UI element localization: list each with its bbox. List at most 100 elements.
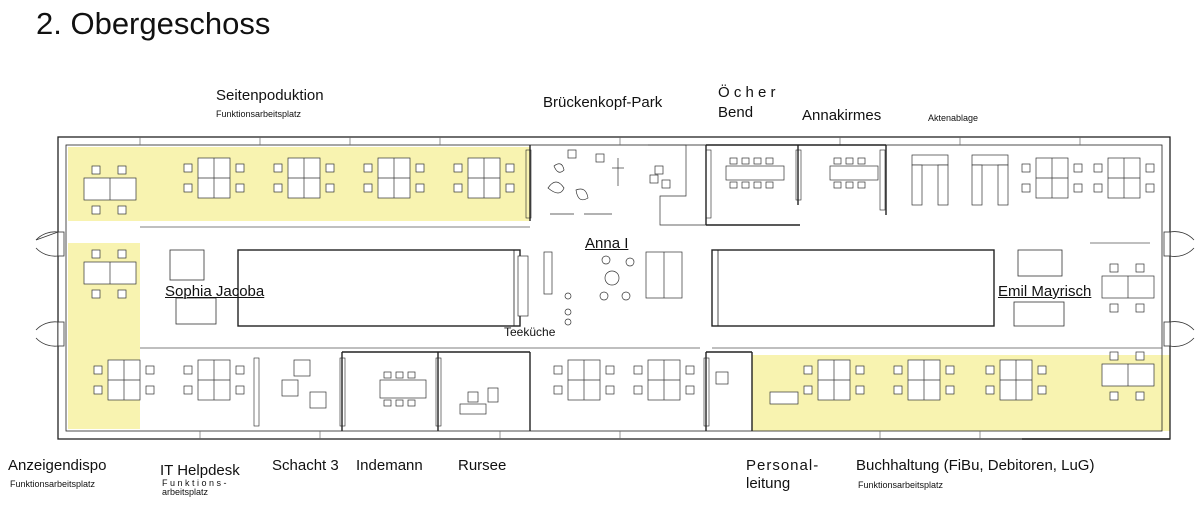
shelf [937,164,949,206]
chair [235,365,245,375]
label-teekueche: Teeküche [504,325,556,339]
label-brueckenkopf-park: Brückenkopf-Park [543,94,663,111]
floor-title: 2. Obergeschoss [36,6,271,41]
lounge-chair [293,359,311,377]
chair [505,163,515,173]
chair [1073,163,1083,173]
chair [1037,365,1047,375]
table [467,391,479,403]
label-anna-i: Anna I [585,235,629,252]
chair [893,385,903,395]
bottom-room-walls [253,351,753,431]
label-annakirmes: Annakirmes [802,107,882,124]
chair [145,365,155,375]
chair [1021,183,1031,193]
label-rursee: Rursee [458,457,507,474]
chair [1021,163,1031,173]
chair [415,183,425,193]
chair [235,385,245,395]
chair [803,385,813,395]
meeting-table [725,165,785,181]
chair [235,183,245,193]
chair [505,183,515,193]
label-it-helpdesk: IT Helpdesk [160,462,240,479]
chair [685,385,695,395]
corridor-lines [140,226,1162,349]
chair [363,183,373,193]
chair [183,385,193,395]
label-indemann: Indemann [356,457,423,474]
side-rooms [169,249,1065,327]
chair [633,385,643,395]
chair [1135,263,1145,273]
label-leitung: leitung [746,475,791,492]
chair [183,365,193,375]
lounge-chair [281,379,299,397]
chair [893,365,903,375]
chair [183,183,193,193]
label-it-sub-1: F u n k t i o n s - [162,478,227,488]
label-schacht-3: Schacht 3 [272,457,339,474]
chair [1135,351,1145,361]
chair [605,385,615,395]
chair [1109,391,1119,401]
outer-walls [57,136,1171,440]
shelf [911,164,923,206]
chair [91,249,101,259]
shelf [997,164,1009,206]
chair [553,365,563,375]
core-left [237,249,521,327]
chair [117,205,127,215]
sofa [459,403,487,415]
chair [93,365,103,375]
chair [1109,263,1119,273]
label-buchhaltung: Buchhaltung (FiBu, Debitoren, LuG) [856,457,1095,474]
chair [1093,183,1103,193]
chair [633,365,643,375]
label-anzeigendispo-sub: Funktionsarbeitsplatz [10,479,96,489]
chair [273,163,283,173]
chair [325,163,335,173]
label-sophia-jacoba: Sophia Jacoba [165,283,265,300]
label-seitenproduktion: Seitenpoduktion [216,87,324,104]
label-personal: Personal- [746,457,820,474]
chair [415,163,425,173]
right-doors [1163,231,1195,347]
label-seitenproduktion-sub: Funktionsarbeitsplatz [216,109,302,119]
label-anzeigendispo: Anzeigendispo [8,457,107,474]
chair [553,385,563,395]
wall-ticks [139,137,1081,439]
core-right [711,249,995,327]
chair [1135,391,1145,401]
shelf [971,154,1009,166]
chair [1073,183,1083,193]
chair [235,163,245,173]
chair [117,289,127,299]
desk [769,391,799,405]
chair [363,163,373,173]
chair [1135,303,1145,313]
chair [117,165,127,175]
chair [945,385,955,395]
chair [855,385,865,395]
chair [273,183,283,193]
chair [715,371,729,385]
chair [1145,183,1155,193]
chair [325,183,335,193]
chair [1037,385,1047,395]
chair [93,385,103,395]
chair [1093,163,1103,173]
chair [145,385,155,395]
lounge-chair [309,391,327,409]
chair [453,183,463,193]
chair [1145,163,1155,173]
chair [1109,303,1119,313]
chair [453,163,463,173]
chair [855,365,865,375]
label-oecher: Ö c h e r [718,84,776,101]
meeting-table [829,165,879,181]
lounge-details [517,144,706,326]
shelf [971,164,983,206]
left-doors [35,231,65,347]
label-buchhaltung-sub: Funktionsarbeitsplatz [858,480,944,490]
